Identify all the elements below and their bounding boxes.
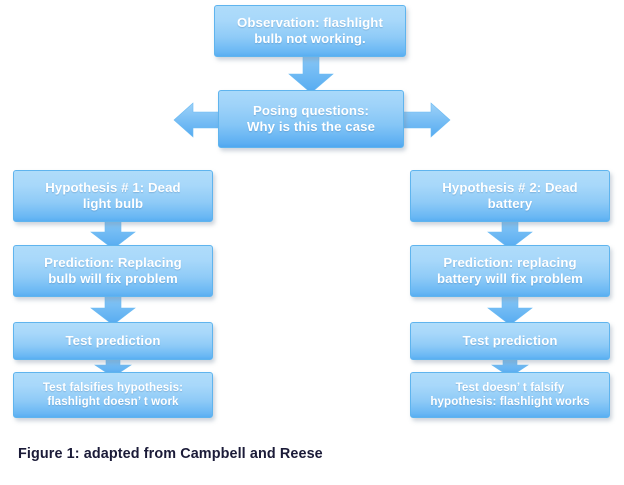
flow-node-hypothesis-2-label: Hypothesis # 2: Dead battery — [442, 179, 578, 211]
flow-node-hypothesis-1-label: Hypothesis # 1: Dead light bulb — [45, 179, 181, 211]
arrow-posing-to-left-branch-icon — [173, 101, 225, 139]
flow-node-prediction-2-label: Prediction: replacing battery will fix p… — [436, 254, 584, 286]
arrow-observation-to-posing-icon — [285, 53, 337, 94]
flow-node-prediction-1-label: Prediction: Replacing bulb will fix prob… — [44, 254, 182, 286]
arrow-posing-to-right-branch-icon — [399, 101, 451, 139]
flow-node-posing-questions-label: Posing questions: Why is this the case — [246, 102, 376, 134]
flow-node-result-2-label: Test doesn’ t falsify hypothesis: flashl… — [430, 380, 590, 408]
flow-node-result-1[interactable]: Test falsifies hypothesis: flashlight do… — [13, 372, 213, 418]
flow-node-prediction-1[interactable]: Prediction: Replacing bulb will fix prob… — [13, 245, 213, 297]
flow-node-observation[interactable]: Observation: flashlight bulb not working… — [214, 5, 406, 57]
flow-node-result-1-label: Test falsifies hypothesis: flashlight do… — [42, 380, 184, 408]
flow-node-result-2[interactable]: Test doesn’ t falsify hypothesis: flashl… — [410, 372, 610, 418]
flow-node-hypothesis-1[interactable]: Hypothesis # 1: Dead light bulb — [13, 170, 213, 222]
figure-caption: Figure 1: adapted from Campbell and Rees… — [18, 446, 323, 462]
flow-node-prediction-2[interactable]: Prediction: replacing battery will fix p… — [410, 245, 610, 297]
flow-node-observation-label: Observation: flashlight bulb not working… — [237, 14, 383, 46]
flow-node-posing-questions[interactable]: Posing questions: Why is this the case — [218, 90, 404, 148]
flow-node-test-prediction-1[interactable]: Test prediction — [13, 322, 213, 360]
flow-node-hypothesis-2[interactable]: Hypothesis # 2: Dead battery — [410, 170, 610, 222]
flow-node-test-prediction-2-label: Test prediction — [462, 332, 558, 348]
flow-node-test-prediction-2[interactable]: Test prediction — [410, 322, 610, 360]
flow-node-test-prediction-1-label: Test prediction — [65, 332, 161, 348]
